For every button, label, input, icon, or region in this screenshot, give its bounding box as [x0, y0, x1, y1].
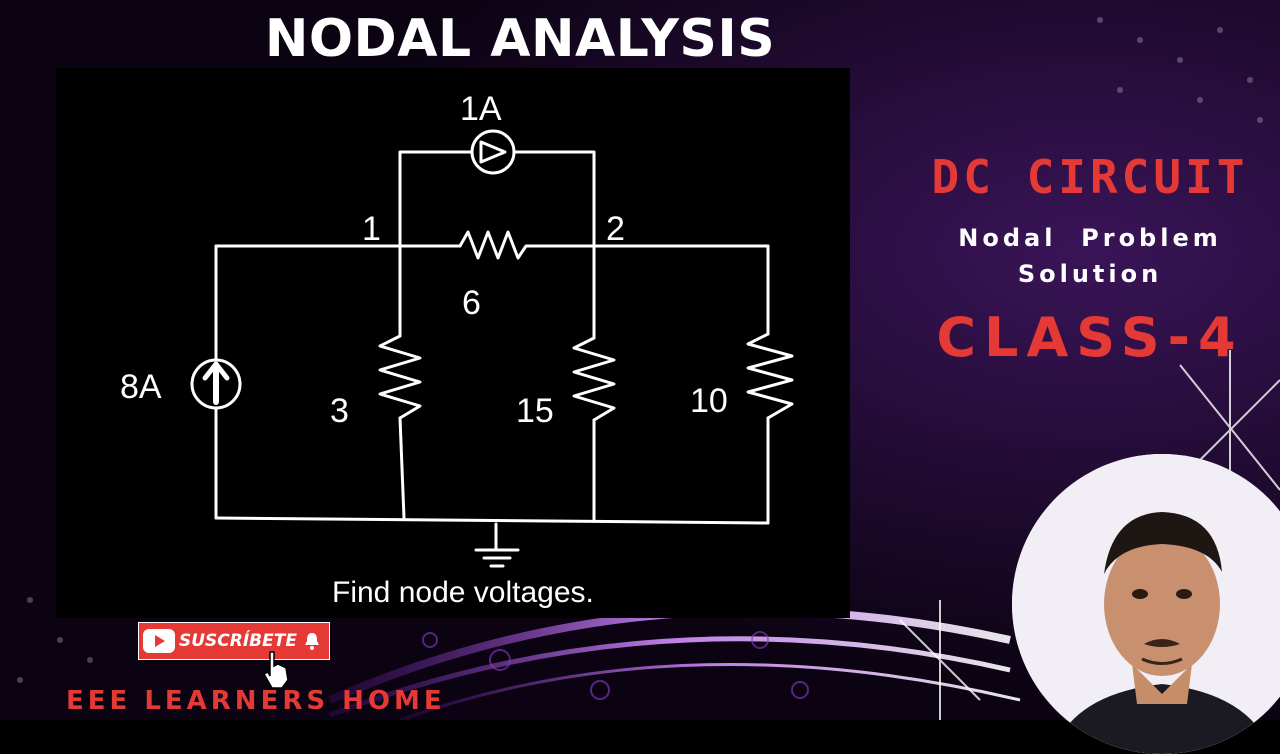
current-source-8a [190, 358, 242, 410]
resistor-15 [572, 336, 616, 422]
resistor-3 [378, 334, 422, 420]
resistor-6-label: 6 [462, 284, 481, 322]
left-source-label: 8A [120, 368, 162, 406]
bell-icon[interactable] [303, 631, 321, 651]
subtitle-line-1: Nodal Problem [958, 224, 1222, 252]
channel-name: EEE LEARNERS HOME [66, 686, 446, 716]
resistor-10-label: 10 [690, 382, 728, 420]
hand-pointer-icon [262, 651, 289, 689]
resistor-15-label: 15 [516, 392, 554, 430]
page-title: NODAL ANALYSIS [264, 9, 776, 69]
subscribe-button[interactable]: SUSCRÍBETE [138, 622, 330, 660]
right-panel: DC CIRCUIT Nodal Problem Solution CLASS-… [900, 140, 1280, 369]
node-2-label: 2 [606, 210, 625, 248]
resistor-6 [458, 230, 536, 260]
resistor-3-label: 3 [330, 392, 349, 430]
node-1-label: 1 [362, 210, 381, 248]
subscribe-label: SUSCRÍBETE [179, 631, 297, 651]
resistor-10 [746, 332, 794, 420]
top-source-label: 1A [460, 90, 502, 128]
wire-1a-branch [398, 150, 474, 248]
subtitle-line-2: Solution [1017, 260, 1163, 288]
wire-bottom [214, 516, 770, 525]
dc-circuit-heading: DC CIRCUIT [931, 150, 1249, 204]
circuit-caption: Find node voltages. [332, 576, 594, 609]
circuit-board: 1 2 1A 8A 6 3 15 10 Find node voltages. [56, 68, 850, 618]
current-source-1a [470, 129, 516, 175]
youtube-play-icon [143, 629, 175, 653]
circuit-diagram: 1 2 1A 8A 6 3 15 10 Find node voltages. [120, 90, 794, 609]
class-label: CLASS-4 [936, 306, 1244, 369]
avatar [1012, 454, 1280, 754]
